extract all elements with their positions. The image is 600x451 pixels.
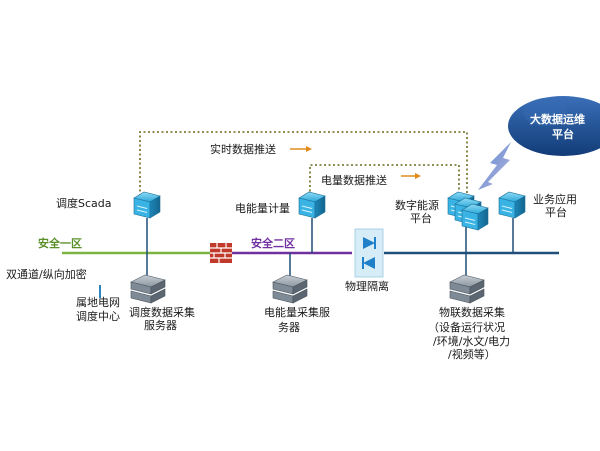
local-grid-label-1: 属地电网 [76, 296, 120, 309]
lightning-bolt-icon [478, 142, 511, 190]
energy-server-label-2: 务器 [278, 321, 300, 334]
digital-platform-label-1: 数字能源 [395, 198, 439, 212]
iot-label-1: 物联数据采集 [439, 305, 505, 319]
digital-platform-server-icon [447, 191, 489, 231]
iot-server-icon [449, 274, 485, 304]
dispatch-server-label-1: 调度数据采集 [129, 305, 195, 319]
energy-arrow [401, 173, 421, 179]
business-server-icon [498, 191, 526, 219]
scada-label: 调度Scada [56, 196, 112, 210]
big-data-cloud [508, 96, 600, 156]
iot-label-2: （设备运行状况 [428, 320, 505, 334]
scada-server-icon [133, 191, 161, 219]
firewall-icon [210, 243, 232, 263]
energy-server-label-1: 电能量采集服 [264, 305, 330, 319]
iot-label-4: /视频等） [448, 347, 496, 361]
iot-label-3: /环境/水文/电力 [433, 334, 510, 348]
realtime-push-label: 实时数据推送 [210, 142, 276, 156]
dispatch-server-icon [130, 274, 166, 304]
business-label-1: 业务应用 [533, 192, 577, 206]
cloud-label-2: 平台 [552, 127, 574, 141]
digital-platform-label-2: 平台 [410, 211, 432, 225]
dual-channel-label: 双通道/纵向加密 [6, 267, 87, 281]
energy-push-label: 电量数据推送 [321, 173, 387, 187]
isolation-label: 物理隔离 [345, 279, 389, 293]
cloud-label-1: 大数据运维 [530, 112, 585, 126]
zone2-label: 安全二区 [251, 236, 295, 250]
energy-meter-server-icon [298, 191, 326, 219]
isolation-device-icon [354, 228, 384, 278]
realtime-push-line [139, 131, 468, 196]
local-grid-label-2: 调度中心 [76, 309, 120, 323]
dispatch-server-label-2: 服务器 [144, 319, 177, 332]
energy-server-icon [272, 274, 308, 304]
realtime-arrow [290, 146, 312, 152]
energy-push-line [309, 164, 460, 196]
energy-meter-label: 电能量计量 [235, 201, 290, 215]
business-label-2: 平台 [545, 205, 567, 219]
zone1-label: 安全一区 [38, 236, 82, 250]
